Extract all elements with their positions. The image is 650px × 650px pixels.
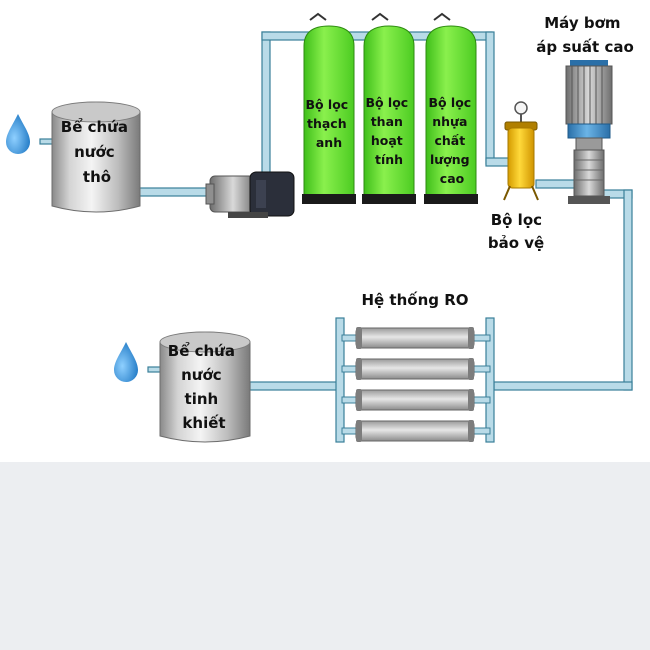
quartz-sand-filter — [302, 12, 356, 204]
pure-water-tank — [159, 331, 251, 443]
pipe-segment — [535, 179, 577, 189]
filter-1-label: Bộ lọc thạch anh — [305, 97, 352, 150]
raw-water-tank — [51, 101, 141, 213]
ro-system-title: Hệ thống RO — [361, 290, 468, 309]
pipe-segment — [249, 381, 339, 391]
pipe-segment — [493, 381, 633, 391]
pipe-segment — [485, 157, 511, 167]
raw-tank-label: Bể chứa nước thô — [61, 117, 133, 186]
ro-membrane — [341, 389, 491, 411]
water-drop-icon — [6, 114, 30, 154]
guard-filter-label: Bộ lọc bảo vệ — [488, 211, 547, 252]
high-pressure-pump — [565, 60, 613, 204]
pipe-segment — [485, 31, 495, 165]
ro-manifold-left — [335, 317, 345, 443]
feed-pump — [205, 171, 295, 218]
ro-membrane — [341, 420, 491, 442]
ro-manifold-right — [485, 317, 495, 443]
water-drop-icon — [114, 342, 138, 382]
filter-3-label: Bộ lọc nhựa chất lượng cao — [428, 95, 475, 186]
hp-pump-label: Máy bơm áp suất cao — [536, 14, 634, 56]
pipe-segment — [623, 189, 633, 391]
ro-membranes — [341, 327, 491, 442]
pipe-segment — [137, 187, 215, 197]
guard-filter — [503, 101, 539, 201]
pure-tank-label: Bể chứa nước tinh khiết — [168, 341, 240, 432]
activated-carbon-filter — [362, 12, 416, 204]
resin-filter — [424, 12, 478, 204]
pressure-gauge-icon — [514, 101, 528, 115]
pipe-segment — [261, 31, 271, 183]
ro-membrane — [341, 327, 491, 349]
filter-2-label: Bộ lọc than hoạt tính — [365, 95, 412, 167]
filter-columns — [302, 12, 478, 204]
ro-membrane — [341, 358, 491, 380]
ro-system — [335, 317, 495, 443]
